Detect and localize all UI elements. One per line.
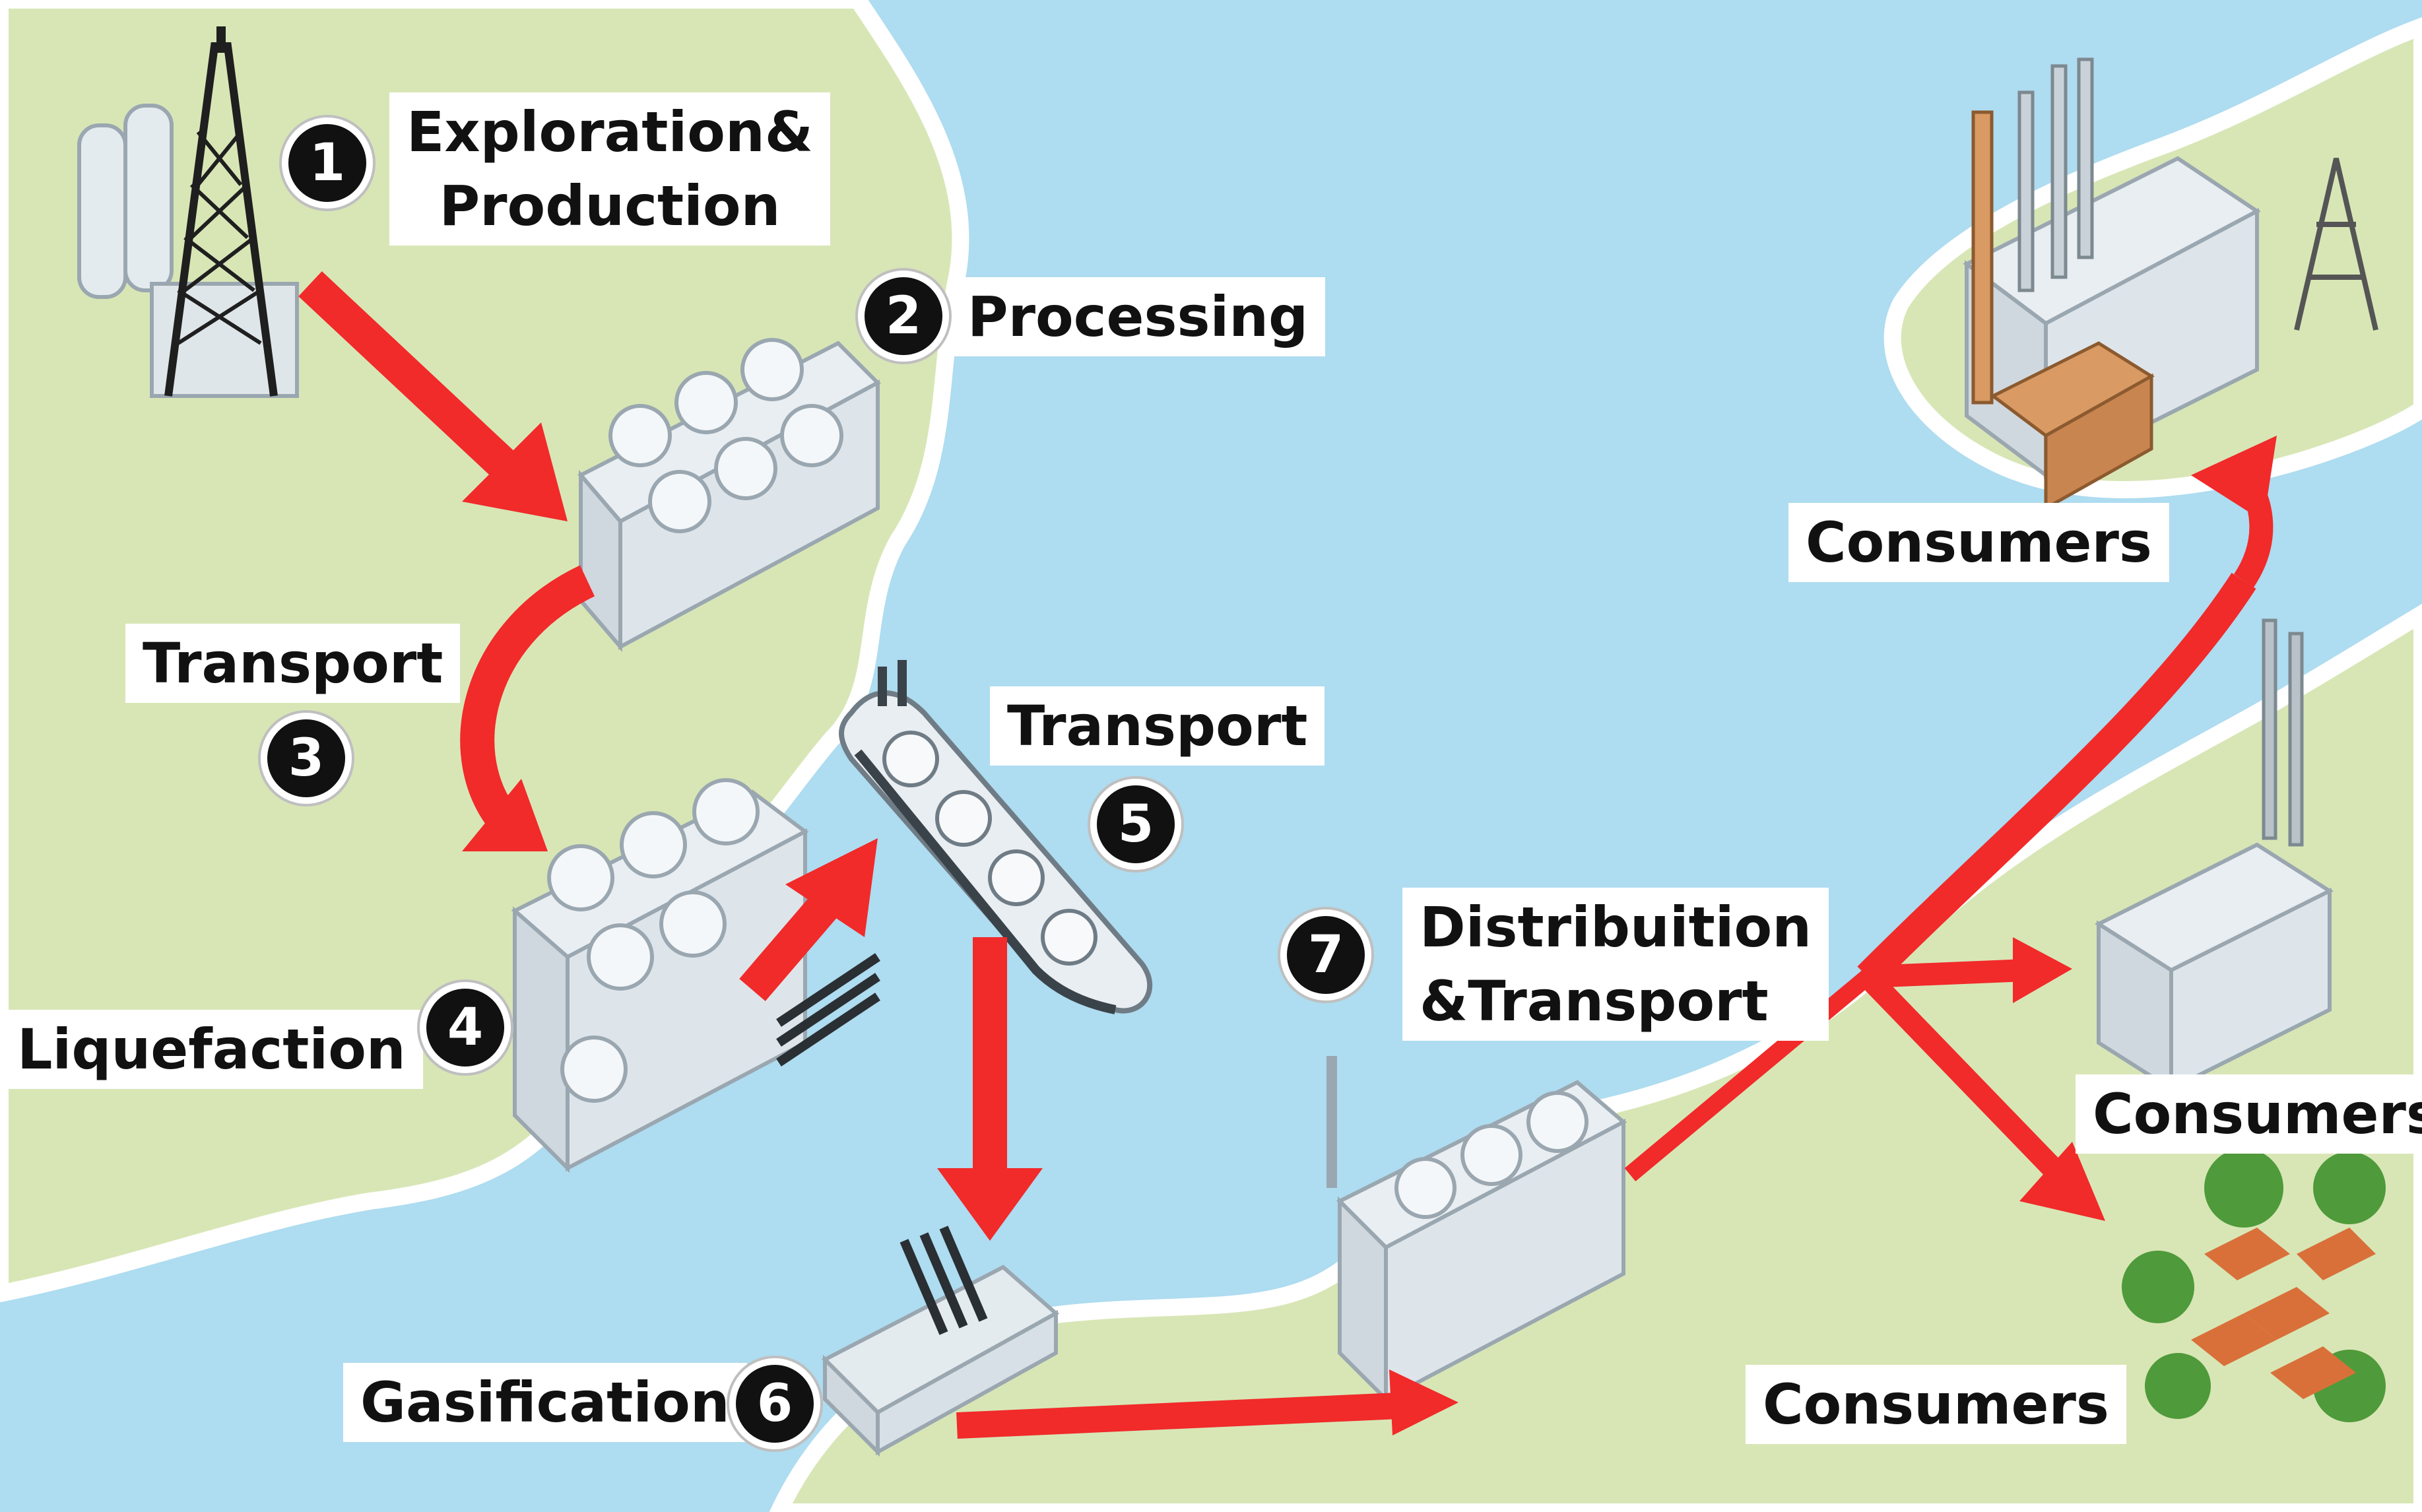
consumers-label-factory-text: Consumers bbox=[2093, 1082, 2422, 1146]
gasification-terminal-icon bbox=[821, 1226, 1060, 1457]
stage-1-label: Exploration& Production bbox=[389, 92, 831, 246]
consumers-label-village-text: Consumers bbox=[1763, 1372, 2109, 1437]
stage-6-label-text: Gasification bbox=[360, 1370, 730, 1435]
stage-1-badge: 1 bbox=[282, 117, 373, 209]
drilling-rig-icon bbox=[77, 26, 299, 398]
stage-6-label: Gasification bbox=[343, 1363, 747, 1442]
arrow-1-to-2 bbox=[298, 271, 568, 521]
stage-3-badge: 3 bbox=[261, 713, 352, 804]
stage-7-badge: 7 bbox=[1280, 909, 1371, 1001]
consumers-label-power-plant-text: Consumers bbox=[1806, 510, 2152, 575]
stage-2-badge: 2 bbox=[858, 271, 949, 362]
liquefaction-plant-icon bbox=[511, 778, 880, 1173]
stage-4-label-text: Liquefaction bbox=[17, 1017, 406, 1082]
stage-3-label: Transport bbox=[125, 624, 461, 703]
stage-7-label: Distribuition &Transport bbox=[1402, 888, 1829, 1041]
stage-1-label-line-2: Production bbox=[439, 174, 781, 238]
stage-2-label-text: Processing bbox=[967, 284, 1309, 349]
arrow-6-to-7 bbox=[956, 1369, 1458, 1439]
flow-arrows bbox=[298, 271, 2277, 1439]
arrow-5-to-6 bbox=[937, 937, 1043, 1241]
stage-7-label-line-1: Distribuition bbox=[1420, 895, 1812, 960]
stage-3-label-text: Transport bbox=[143, 631, 443, 696]
stage-1-label-line-1: Exploration& bbox=[407, 100, 814, 164]
consumers-label-factory: Consumers bbox=[2076, 1074, 2422, 1154]
stage-5-label-text: Transport bbox=[1007, 694, 1308, 758]
stage-7-label-line-2: &Transport bbox=[1420, 969, 1769, 1034]
stage-5-label: Transport bbox=[990, 686, 1325, 766]
lng-tanker-icon bbox=[839, 660, 1153, 1014]
stage-4-label: Liquefaction bbox=[0, 1010, 423, 1089]
stage-5-badge: 5 bbox=[1090, 779, 1181, 870]
consumers-label-power-plant: Consumers bbox=[1788, 503, 2169, 582]
power-plant-icon bbox=[1963, 57, 2378, 511]
processing-plant-icon bbox=[577, 338, 881, 653]
stage-6-badge: 6 bbox=[729, 1358, 820, 1449]
factory-icon bbox=[2094, 618, 2334, 1093]
village-icon bbox=[2122, 1148, 2386, 1422]
arrow-2-to-4 bbox=[460, 565, 595, 851]
stage-4-badge: 4 bbox=[420, 982, 511, 1073]
distribution-terminal-icon bbox=[1326, 1056, 1627, 1404]
arrow-4-to-5 bbox=[739, 838, 878, 1001]
consumers-label-village: Consumers bbox=[1746, 1365, 2126, 1444]
stage-2-label: Processing bbox=[950, 277, 1326, 356]
